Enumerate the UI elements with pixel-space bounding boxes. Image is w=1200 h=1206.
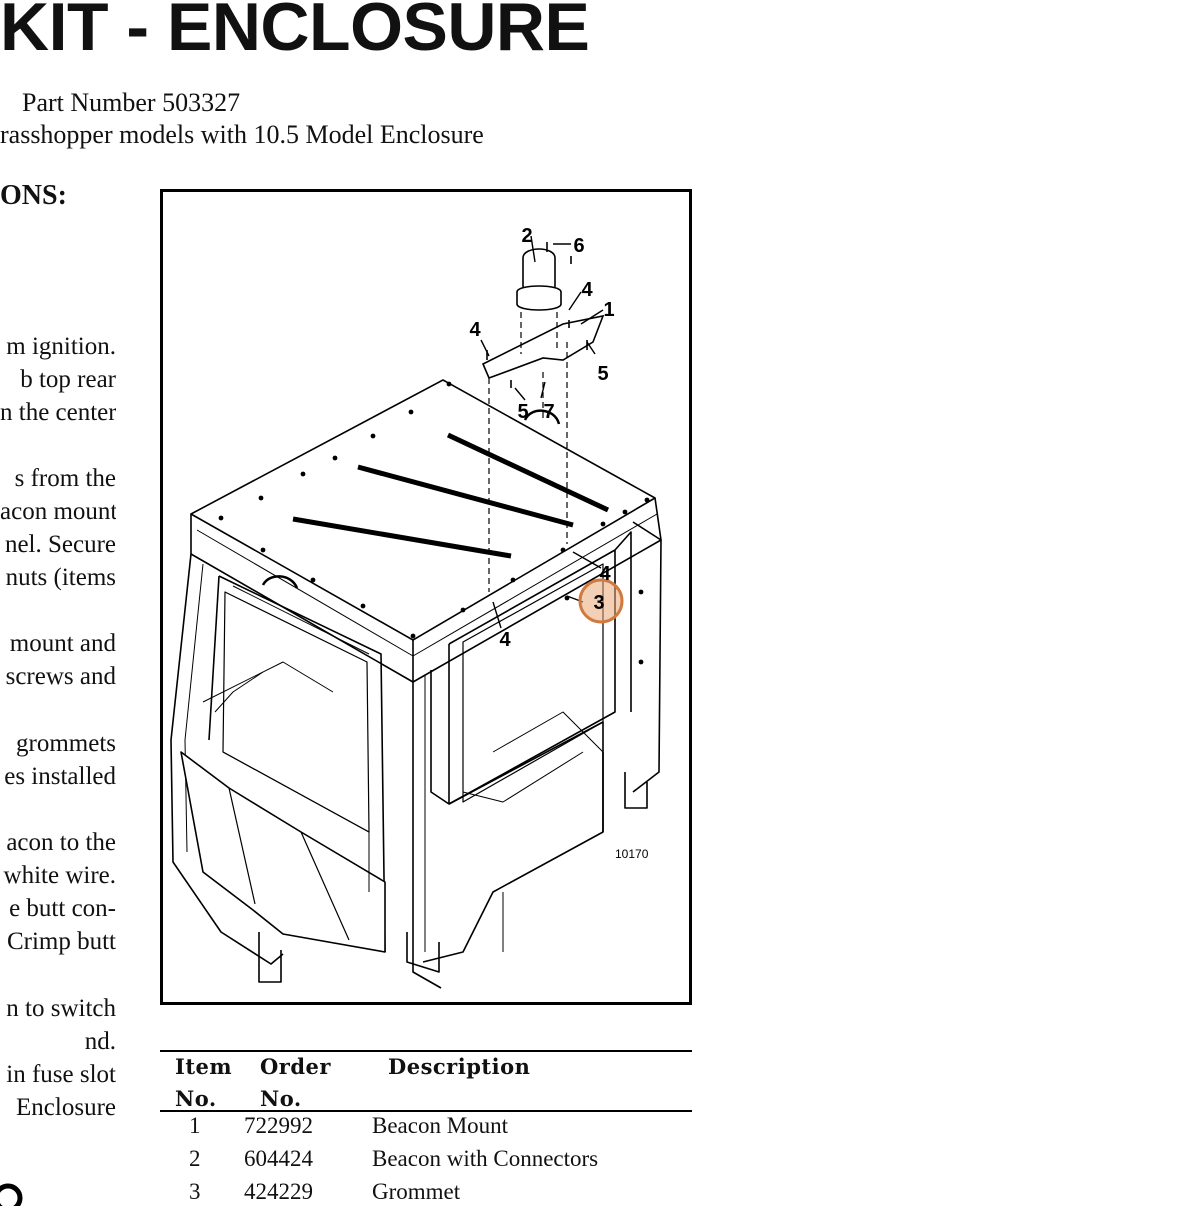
callout-label: 6 [573, 235, 584, 257]
instruction-line: screws and [5, 663, 116, 690]
instruction-line: e butt con- [9, 895, 116, 922]
callout-label: 5 [597, 363, 608, 385]
enclosure-drawing: 2 6 4 1 4 5 5 7 4 3 4 10170 [170, 225, 662, 989]
section-heading: ONS: [0, 180, 67, 211]
instruction-line: grommets [16, 730, 116, 757]
part-description: Beacon with Connectors [372, 1146, 599, 1171]
instruction-line: Enclosure [16, 1094, 116, 1121]
instruction-step-3: mount and screws and [0, 627, 116, 693]
header-order: Order [260, 1054, 331, 1079]
instruction-line: es installed [4, 763, 116, 790]
item-number: 3 [189, 1179, 201, 1204]
instruction-line: acon mount [0, 498, 116, 525]
instruction-line: Crimp butt [6, 928, 116, 955]
models-subtitle: rasshopper models with 10.5 Model Enclos… [0, 120, 484, 149]
order-number: 722992 [244, 1113, 313, 1138]
instruction-step-4: grommets es installed [0, 727, 116, 793]
order-number: 604424 [244, 1146, 313, 1171]
instruction-line: m ignition. [6, 333, 116, 360]
instruction-line: nd. [84, 1028, 116, 1055]
instruction-line: n to switch [6, 995, 116, 1022]
instruction-line: nuts (items [5, 564, 116, 591]
part-description: Grommet [372, 1179, 461, 1204]
callout-label: 1 [603, 299, 614, 321]
instruction-line: white wire. [3, 862, 116, 889]
callout-label: 2 [521, 225, 532, 247]
instruction-line: s from the [14, 465, 116, 492]
callout-label: 4 [499, 629, 511, 651]
instruction-line: n the center [0, 399, 116, 426]
instruction-line: acon to the [6, 829, 116, 856]
header-description: Description [388, 1054, 531, 1079]
instruction-line: mount and [9, 630, 116, 657]
instruction-line: b top rear [20, 366, 116, 393]
header-item-no: No. [175, 1086, 217, 1111]
callout-label: 4 [599, 563, 611, 585]
instruction-step-6: n to switch nd. in fuse slot Enclosure [0, 992, 116, 1124]
brand-logo-icon [0, 1183, 23, 1206]
table-top-rule [160, 1050, 692, 1052]
figure-number: 10170 [615, 847, 649, 861]
callout-label: 4 [469, 319, 481, 341]
callout-label: 5 [517, 401, 528, 423]
exploded-view-figure: 2 6 4 1 4 5 5 7 4 3 4 10170 [160, 189, 692, 1005]
page-title: KIT - ENCLOSURE [0, 0, 590, 65]
table-header-rule [160, 1110, 692, 1112]
header-item: Item [175, 1054, 233, 1079]
part-number: Part Number 503327 [22, 88, 241, 117]
instruction-step-2: s from the acon mount nel. Secure nuts (… [0, 462, 116, 594]
instruction-line: in fuse slot [6, 1061, 116, 1088]
callout-label: 3 [593, 592, 604, 614]
instruction-step-1: m ignition. b top rear n the center [0, 330, 116, 429]
order-number: 424229 [244, 1179, 313, 1204]
part-description: Beacon Mount [372, 1113, 509, 1138]
instruction-line: nel. Secure [4, 531, 116, 558]
instruction-step-5: acon to the white wire. e butt con- Crim… [0, 826, 116, 958]
item-number: 2 [189, 1146, 201, 1171]
header-order-no: No. [260, 1086, 302, 1111]
callout-label: 4 [581, 279, 593, 301]
callout-highlight [578, 578, 624, 624]
item-number: 1 [189, 1113, 201, 1138]
callout-label: 7 [543, 401, 554, 423]
